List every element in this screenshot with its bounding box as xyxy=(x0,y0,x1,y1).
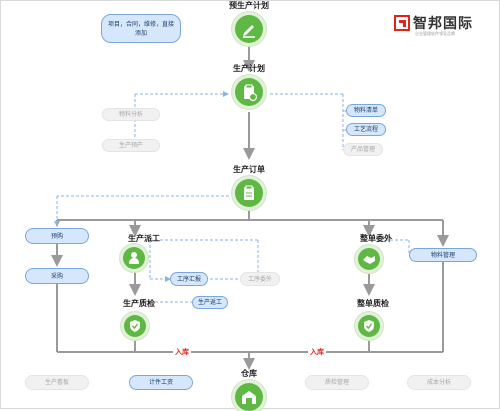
label-inbound-right: 入库 xyxy=(308,347,326,357)
label-plan: 生产计划 xyxy=(233,64,265,73)
label-qc-production: 生产质检 xyxy=(123,299,155,308)
node-order[interactable] xyxy=(235,179,263,207)
shield-check-icon xyxy=(364,320,374,332)
pill-qc-mgmt[interactable]: 质检管理 xyxy=(305,375,369,390)
pill-product-mgmt[interactable]: 产品管理 xyxy=(343,143,383,156)
label-order: 生产订单 xyxy=(233,165,265,174)
pill-sources[interactable]: 项目，合同，维修，直接添加 xyxy=(101,14,181,43)
node-qc-outsourcing[interactable] xyxy=(358,315,380,337)
pill-capacity[interactable]: 生产预产 xyxy=(102,139,160,152)
node-dispatch[interactable] xyxy=(123,247,145,269)
pill-requisition[interactable]: 预购 xyxy=(25,228,89,244)
label-outsourcing: 整单委外 xyxy=(360,234,392,243)
shield-check-icon xyxy=(130,320,140,332)
clipboard-clock-icon xyxy=(244,84,258,102)
pill-cost-analysis[interactable]: 成本分析 xyxy=(407,375,471,390)
pencil-icon xyxy=(243,25,255,38)
clipboard-icon xyxy=(244,185,254,200)
pill-material-analysis[interactable]: 物料分析 xyxy=(102,108,160,121)
pill-material-mgmt[interactable]: 物料管理 xyxy=(409,248,477,262)
brand-tagline: 企业管理软件领导品牌 xyxy=(415,31,455,36)
pill-process-outsourcing[interactable]: 工序委外 xyxy=(240,272,280,286)
node-plan[interactable] xyxy=(235,78,263,106)
label-inbound-left: 入库 xyxy=(173,347,191,357)
handshake-icon xyxy=(363,256,375,264)
label-qc-outsourcing: 整单质检 xyxy=(357,299,389,308)
node-warehouse[interactable] xyxy=(235,383,263,411)
label-warehouse: 仓库 xyxy=(241,369,257,378)
node-outsourcing[interactable] xyxy=(358,248,380,270)
pill-process-flow[interactable]: 工艺流程 xyxy=(346,123,386,136)
pill-purchase[interactable]: 采购 xyxy=(25,268,89,284)
warehouse-icon xyxy=(242,391,256,404)
pill-work-report[interactable]: 工序汇报 xyxy=(170,272,208,286)
pill-rework[interactable]: 生产返工 xyxy=(192,296,228,309)
brand-logo-icon xyxy=(394,15,410,31)
label-pre-plan: 预生产计划 xyxy=(229,1,269,10)
node-pre-plan[interactable] xyxy=(235,15,263,43)
worker-icon xyxy=(129,252,139,264)
pill-bom[interactable]: 物料清单 xyxy=(346,104,386,117)
pill-piece-wage[interactable]: 计件工资 xyxy=(129,375,193,390)
label-dispatch: 生产派工 xyxy=(128,234,160,243)
pill-production-board[interactable]: 生产看板 xyxy=(25,375,89,390)
node-qc-production[interactable] xyxy=(124,315,146,337)
brand-name: 智邦国际 xyxy=(413,16,473,32)
